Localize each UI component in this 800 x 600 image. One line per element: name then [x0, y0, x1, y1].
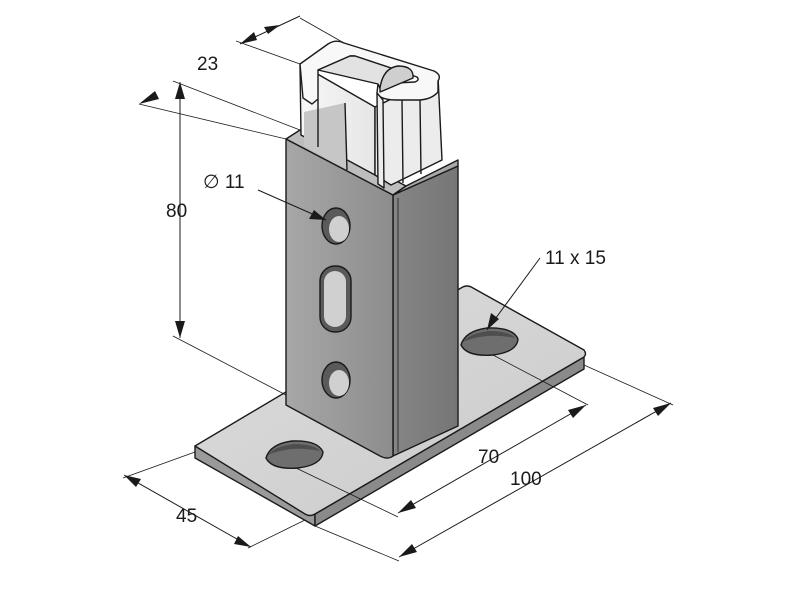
label-hole-diameter: ∅ 11	[203, 172, 245, 193]
dimension-45: 45	[122, 451, 306, 549]
round-hole-top	[321, 207, 351, 245]
dimension-slot: 11 x 15	[486, 248, 606, 331]
label-slot: 11 x 15	[545, 248, 606, 269]
label-70: 70	[478, 447, 499, 468]
round-hole-bottom	[321, 361, 351, 399]
front-slot	[265, 440, 324, 469]
back-slot	[460, 327, 519, 356]
label-80: 80	[166, 201, 187, 222]
dimension-hole-diameter: ∅ 11	[203, 172, 327, 221]
dimension-100: 100	[314, 364, 674, 562]
label-100: 100	[510, 469, 542, 490]
strut-channel	[299, 40, 443, 189]
label-23: 23	[197, 54, 218, 75]
dimension-70: 70	[295, 354, 589, 518]
post	[285, 40, 459, 459]
dimension-23: 23	[197, 15, 345, 75]
post-side-face	[392, 165, 459, 457]
dimension-80: 80	[138, 80, 301, 396]
slot-hole-middle	[319, 265, 352, 333]
label-45: 45	[176, 506, 197, 527]
